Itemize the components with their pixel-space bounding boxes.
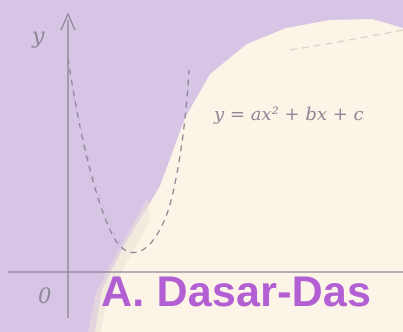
parabola-shadow xyxy=(71,87,121,245)
parabola-curve xyxy=(67,57,190,254)
paper-shape xyxy=(95,19,403,332)
y-axis-arrow xyxy=(60,12,76,31)
section-heading: A. Dasar-Das xyxy=(101,268,372,316)
top-dashed-curve xyxy=(289,29,403,51)
equation-label: y = ax² + bx + c xyxy=(214,104,364,125)
y-axis-label: y xyxy=(32,24,45,49)
paper-shadow xyxy=(88,197,150,332)
origin-label: 0 xyxy=(38,284,52,308)
